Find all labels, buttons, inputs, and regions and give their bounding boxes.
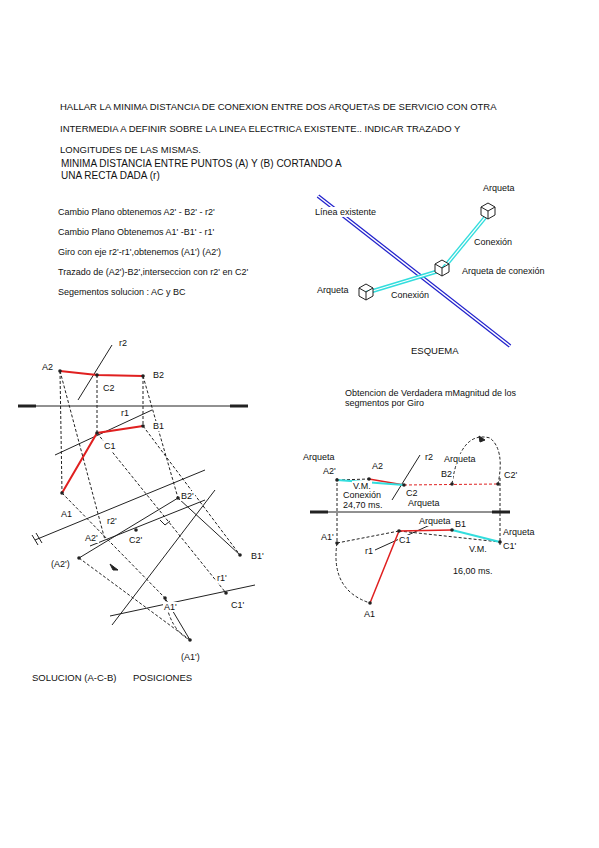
label-text: Arqueta [302,452,336,462]
label-text: Arqueta [316,285,350,295]
label-text: MINIMA DISTANCIA ENTRE PUNTOS (A) Y (B) … [60,158,362,181]
label-text: Cambio Plano Obtenemos A1' -B1' - r1' [57,227,215,237]
label-text: Cambio Plano obtenemos A2' - B2' - r2' [57,207,216,217]
label-text: 24,70 ms. [342,500,384,510]
label-text: A1 [363,609,376,619]
label-text: C1 [398,535,412,545]
label-text: Línea existente [314,207,377,217]
label-text: B2' [180,491,195,501]
label-text: r2 [118,338,128,348]
label-text: Conexión [390,290,430,300]
label-text: B1' [250,551,265,561]
label-text: C2' [503,470,518,480]
label-text: C2 [102,383,116,393]
label-text: B2 [152,370,165,380]
label-text: Arqueta [443,454,477,464]
label-text: r1 [364,546,374,556]
label-text: B2 [440,469,453,479]
label-text: C1' [230,600,245,610]
label-text: (A2') [50,559,71,569]
title-text: HALLAR LA MINIMA DISTANCIA DE CONEXION E… [60,96,500,161]
label-text: C1 [103,441,117,451]
label-text: A1' [163,602,178,612]
label-text: A2' [322,466,337,476]
label-text: V.M. [468,544,488,554]
label-text: B1 [454,519,467,529]
label-text: Obtencion de Verdadera mMagnitud de los … [344,388,546,409]
label-text: Trazado de (A2')-B2',interseccion con r2… [57,267,249,277]
label-text: r2 [424,452,434,462]
label-text: ESQUEMA [410,346,460,357]
label-text: r1' [216,573,228,583]
label-text: A2 [371,461,384,471]
label-text: Conexión [342,490,382,500]
label-text: Arqueta [482,183,516,193]
label-text: A1' [320,532,335,542]
label-text: A2 [41,362,54,372]
label-text: Arqueta [418,516,452,526]
label-text: SOLUCION (A-C-B) [31,673,117,684]
label-text: C1' [502,541,517,551]
label-text: A2' [84,533,99,543]
label-text: Arqueta de conexión [461,266,546,276]
label-text: Arqueta [407,498,441,508]
label-text: A1 [60,509,73,519]
label-text: r1 [120,408,130,418]
label-text: Arqueta [502,527,536,537]
label-text: Conexión [473,237,513,247]
label-text: POSICIONES [132,673,193,684]
label-text: (A1') [180,652,201,662]
label-text: Segementos solucion : AC y BC [57,287,187,297]
label-text: C2 [405,488,419,498]
label-text: B1 [152,421,165,431]
label-text: Giro con eje r2'-r1',obtenemos (A1') (A2… [57,247,222,257]
label-text: 16,00 ms. [452,566,494,576]
label-text: r2' [106,516,118,526]
label-text: C2' [128,535,143,545]
